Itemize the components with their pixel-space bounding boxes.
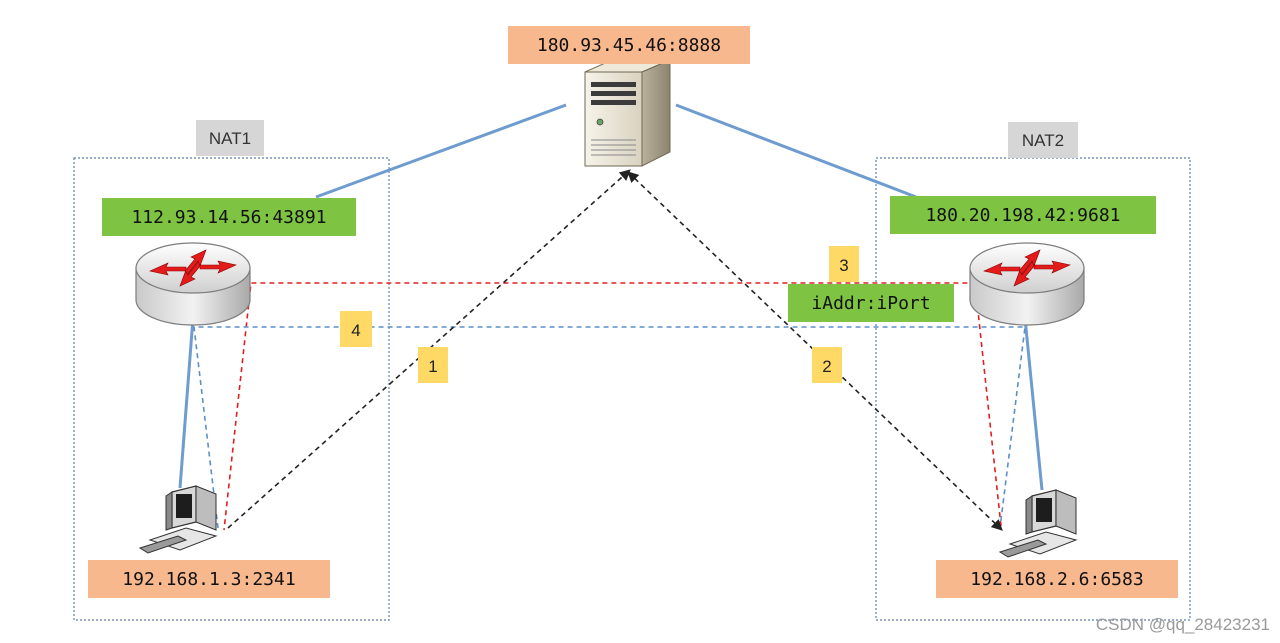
nat1-host-address-bg — [88, 560, 330, 598]
nat2-host-address-bg — [936, 560, 1178, 598]
nat1-public-address-bg — [102, 198, 356, 236]
nat2-label: NAT2 — [1022, 131, 1064, 150]
step-2-label: 2 — [822, 357, 831, 376]
nat1-public-address: 112.93.14.56:43891 — [131, 207, 326, 228]
nat2-host-address: 192.168.2.6:6583 — [970, 569, 1143, 590]
step-2-badge — [812, 347, 842, 383]
step-3-label: 3 — [839, 256, 848, 275]
step-4-badge — [340, 311, 372, 347]
link-server-nat1 — [315, 103, 567, 199]
server-icon — [584, 59, 671, 167]
server-address: 180.93.45.46:8888 — [537, 35, 721, 56]
path-step-4 — [193, 326, 1026, 529]
step-4-label: 4 — [351, 321, 360, 340]
nat2-public-address: 180.20.198.42:9681 — [925, 205, 1120, 226]
step-1-label: 1 — [428, 357, 437, 376]
path-step-3 — [223, 282, 1002, 531]
step-1-badge — [418, 347, 448, 383]
step-3-badge — [829, 246, 859, 282]
nat2-computer-icon — [998, 489, 1078, 558]
nat2-label-bg — [1008, 122, 1078, 158]
nat1-host-address: 192.168.1.3:2341 — [122, 569, 295, 590]
message-label: iAddr:iPort — [811, 293, 930, 314]
link-router1-host1 — [178, 317, 195, 489]
nat1-computer-icon — [138, 485, 218, 554]
nat1-boundary — [73, 157, 390, 621]
nat1-router-icon — [135, 242, 251, 326]
message-bg — [788, 284, 954, 322]
nat2-public-address-bg — [890, 196, 1156, 234]
nat2-router-icon — [969, 242, 1085, 326]
nat1-label: NAT1 — [209, 129, 251, 148]
nat1-label-bg — [196, 120, 264, 156]
watermark: CSDN @qq_28423231 — [1096, 615, 1270, 634]
link-router2-host2 — [1023, 317, 1044, 491]
link-server-nat2 — [675, 103, 917, 199]
server-address-bg — [508, 26, 750, 64]
